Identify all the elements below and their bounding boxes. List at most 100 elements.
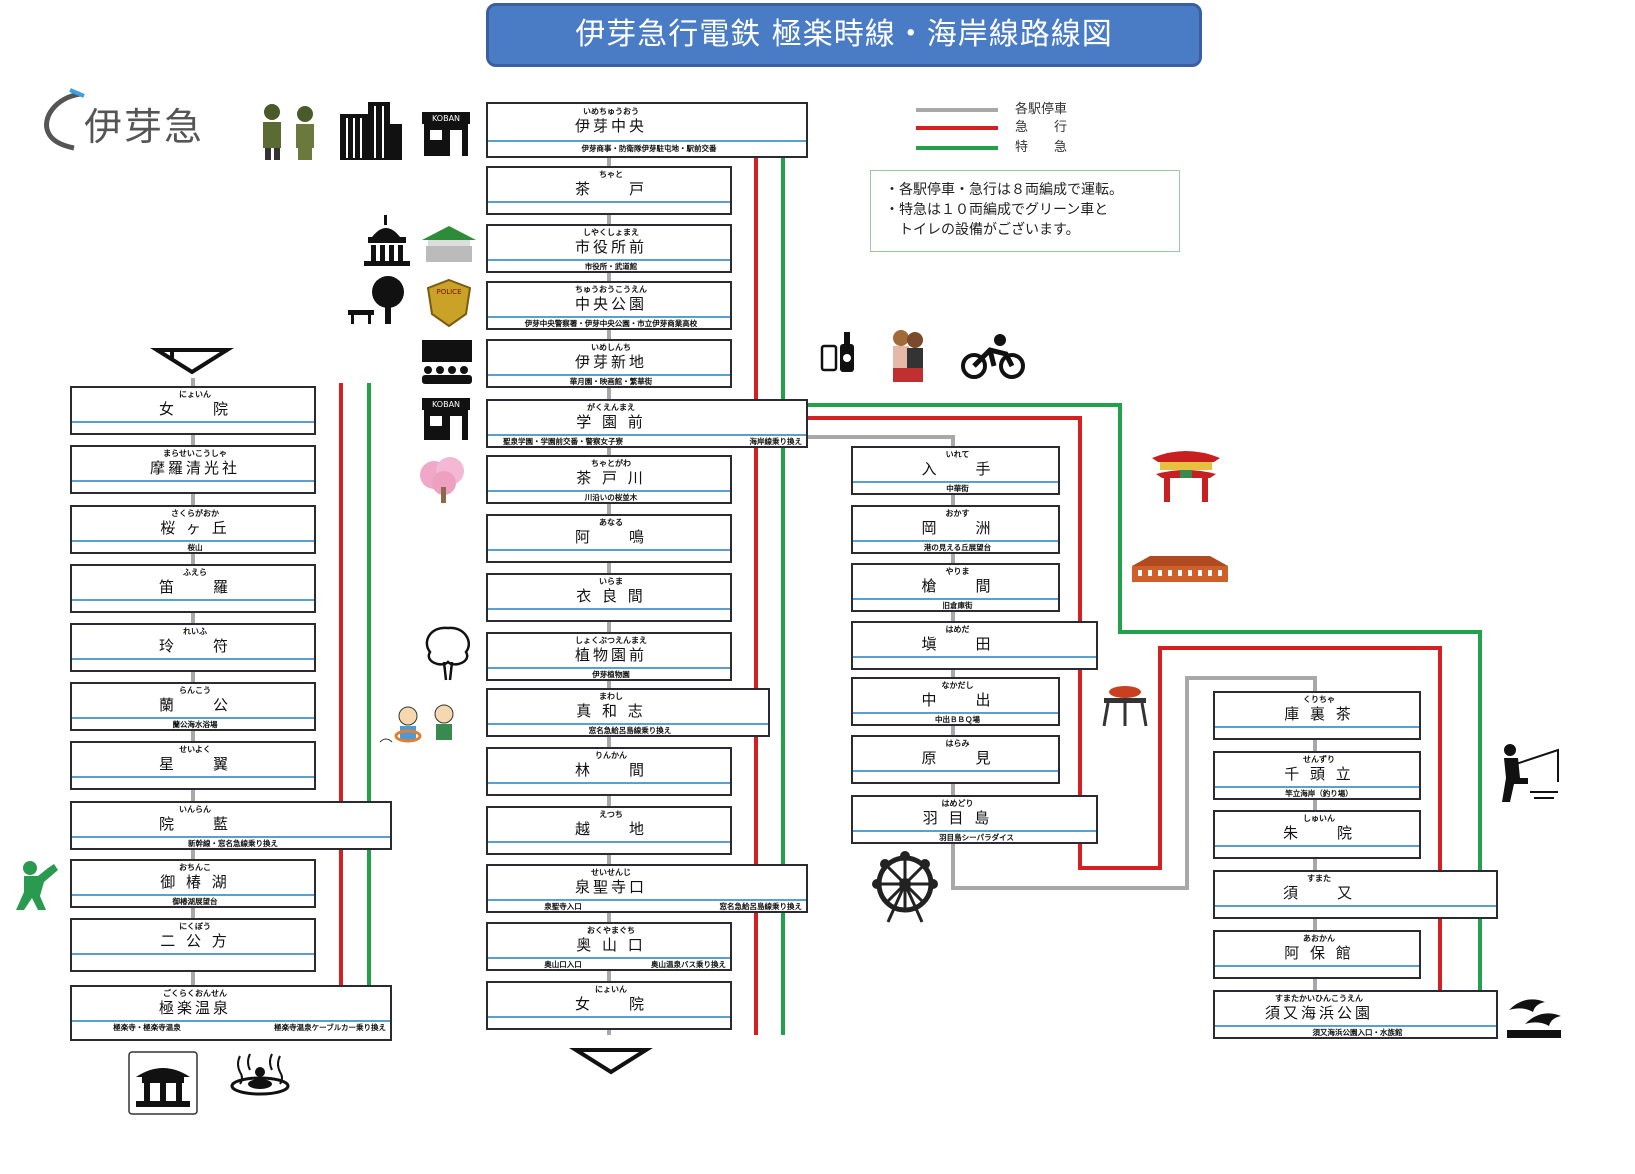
station-name: 朱 院: [1282, 824, 1355, 842]
station-main-line: いらま衣 良 間: [486, 573, 732, 622]
station-divider: [72, 717, 314, 719]
station-main-line: せいせんじ泉聖寺口泉聖寺入口窓名急給呂島線乗り換え: [486, 864, 808, 913]
station-main-line: おちんこ御 椿 湖御椿湖展望台: [70, 859, 316, 908]
station-kana: ちゃとがわ: [591, 459, 631, 468]
station-name: 桜 ヶ 丘: [160, 519, 230, 537]
station-coast-line: はめどり羽 目 島羽目島シーパラダイス: [851, 795, 1098, 844]
station-landmarks: 伊芽植物園: [592, 670, 630, 679]
station-divider: [488, 782, 730, 784]
cherry-blossom-tree-icon: [420, 457, 464, 503]
station-kana: しょくぶつえんまえ: [575, 636, 647, 645]
station-kana: おかす: [945, 509, 970, 518]
station-kana: せいせんじ: [591, 868, 631, 877]
station-coast-line: すまたかいひんこうえん須又海浜公園須又海浜公園入口・水族館: [1213, 990, 1498, 1039]
station-divider: [488, 316, 730, 318]
station-landmarks: 羽目島シーパラダイス: [939, 833, 1014, 842]
station-name: 伊芽新地: [574, 353, 647, 371]
station-name: 御 椿 湖: [160, 873, 230, 891]
station-transfer-note: 窓名急給呂島線乗り換え: [719, 902, 803, 911]
station-kana: まわし: [599, 692, 623, 701]
station-divider: [488, 1016, 730, 1018]
station-main-line: えつち越 地: [486, 806, 732, 855]
station-kana: しゅいん: [1303, 814, 1335, 823]
station-main-line: いんらん院 藍新幹線・窓名急線乗り換え: [70, 801, 392, 850]
station-divider: [488, 899, 806, 901]
station-kana: おちんこ: [179, 863, 211, 872]
station-kana: がくえんまえ: [587, 403, 635, 412]
station-divider: [853, 598, 1058, 600]
station-transfer-note: 奥山温泉バス乗り換え: [651, 960, 726, 969]
station-divider: [72, 894, 314, 896]
station-transfer-note: 極楽寺温泉ケーブルカー乗り換え: [274, 1023, 386, 1032]
theater-icon: [422, 340, 472, 384]
station-divider: [72, 540, 314, 542]
station-coast-line: やりま槍 間旧倉庫街: [851, 563, 1060, 612]
station-name: 塡 田: [921, 635, 994, 653]
station-kana: あなる: [599, 518, 623, 527]
legend-label-local: 各駅停車: [1015, 102, 1068, 117]
station-kana: やりま: [945, 567, 970, 576]
station-kana: にょいん: [595, 985, 627, 994]
station-landmarks: 伊芽中央警察署・伊芽中央公園・市立伊芽商業高校: [524, 319, 698, 328]
station-divider: [853, 481, 1058, 483]
logo-text: 伊芽急: [84, 105, 205, 149]
soldiers-icon: [263, 104, 314, 160]
station-divider: [72, 658, 314, 660]
station-divider: [853, 712, 1058, 714]
station-kana: にょいん: [179, 390, 211, 399]
station-name: 市役所前: [574, 238, 647, 256]
station-landmarks: 窓名急給呂島線乗り換え: [588, 726, 672, 735]
station-kana: はめだ: [945, 625, 970, 634]
station-coast-line: あおかん阿 保 館: [1213, 930, 1421, 979]
station-divider: [488, 374, 730, 376]
legend-label-limited: 特 急: [1015, 140, 1068, 155]
station-landmarks: 新幹線・窓名急線乗り換え: [188, 839, 278, 848]
station-kana: いめしんち: [591, 343, 631, 352]
station-divider: [488, 667, 730, 669]
station-kana: さくらがおか: [171, 509, 219, 518]
station-landmarks: 伊芽商事・防衛隊伊芽駐屯地・駅前交番: [581, 144, 717, 153]
station-kana: しやくしょまえ: [583, 228, 639, 237]
station-main-line: ちゃと茶 戸: [486, 166, 732, 215]
note-line: トイレの設備がございます。: [885, 222, 1080, 238]
station-landmarks: 泉聖寺入口: [544, 902, 582, 911]
station-divider: [853, 656, 1096, 658]
ferris-wheel-icon: [872, 851, 938, 923]
svg-text:KOBAN: KOBAN: [432, 400, 460, 409]
station-divider: [72, 953, 314, 955]
station-name: 入 手: [921, 460, 994, 478]
brick-warehouse-icon: [1132, 556, 1228, 582]
station-name: 奥 山 口: [576, 936, 646, 954]
station-coast-line: いれて入 手中華街: [851, 446, 1060, 495]
station-name: 植物園前: [574, 646, 647, 664]
station-main-line: らんこう蘭 公蘭公海水浴場: [70, 682, 316, 731]
station-landmarks: 須又海浜公園入口・水族館: [1312, 1028, 1403, 1037]
station-kana: にくぼう: [179, 922, 211, 931]
station-landmarks: 旧倉庫街: [942, 601, 973, 610]
station-kana: はらみ: [945, 739, 970, 748]
station-kana: あおかん: [1303, 934, 1335, 943]
station-kana: いらま: [599, 577, 623, 586]
station-main-line: りんかん林 間: [486, 747, 732, 796]
station-kana: いんらん: [179, 805, 211, 814]
station-main-line: あなる阿 鳴: [486, 514, 732, 563]
station-landmarks: 聖泉学園・学園前交番・警察女子寮: [503, 437, 623, 446]
legend-label-express: 急 行: [1015, 120, 1068, 135]
station-kana: りんかん: [595, 751, 627, 760]
station-name: 院 藍: [158, 815, 231, 833]
station-kana: いめちゅうおう: [583, 107, 639, 116]
station-kana: せいよく: [179, 745, 211, 754]
station-main-line: せいよく星 翼: [70, 741, 316, 790]
service-note: ・各駅停車・急行は８両編成で運転。 ・特急は１０両編成でグリーン車と トイレの設…: [870, 170, 1180, 252]
station-landmarks: 御椿湖展望台: [172, 897, 218, 906]
station-divider: [488, 723, 768, 725]
station-landmarks: 港の見える丘展望台: [923, 543, 992, 552]
station-divider: [1215, 786, 1419, 788]
station-landmarks: 奥山口入口: [544, 960, 582, 969]
station-main-line: ちゅうおうこうえん中央公園伊芽中央警察署・伊芽中央公園・市立伊芽商業高校: [486, 281, 732, 330]
station-name: 阿 鳴: [574, 528, 647, 546]
station-name: 伊芽中央: [574, 117, 647, 135]
city-hall-icon: [364, 215, 410, 266]
beer-bottle-icon: [820, 332, 854, 372]
